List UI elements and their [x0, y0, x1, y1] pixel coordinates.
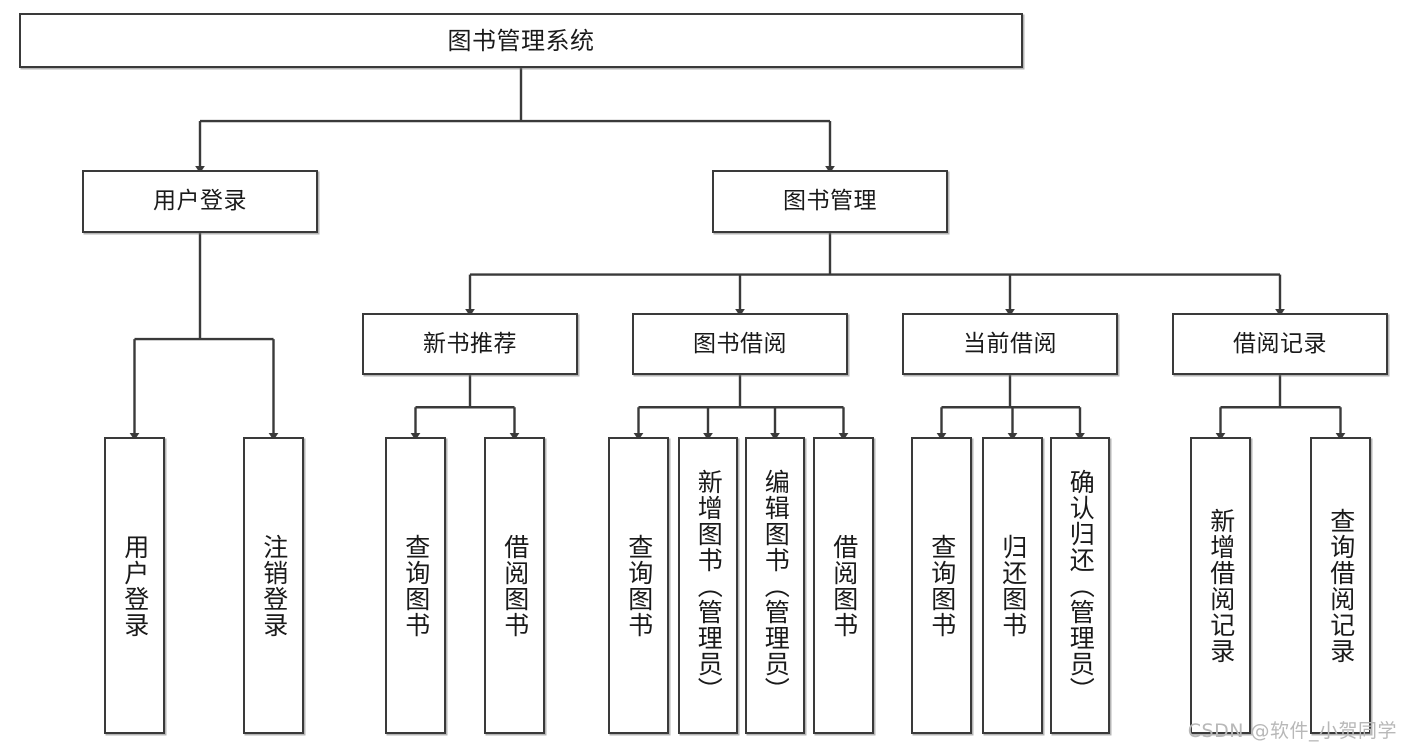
- node-label: 用户登录: [153, 188, 247, 214]
- node-label: 新增借阅记录: [1206, 507, 1236, 664]
- node-label: 编辑图书（管理员）: [761, 468, 791, 703]
- csdn-watermark: CSDN @软件_小贺同学: [1187, 720, 1397, 742]
- node-label: 注销登录: [259, 533, 289, 638]
- node-label: 借阅图书: [829, 533, 859, 638]
- node-label: 归还图书: [998, 533, 1028, 638]
- node-l3_record[interactable]: 借阅记录: [1172, 313, 1388, 375]
- node-l3_borrow[interactable]: 图书借阅: [632, 313, 848, 375]
- node-lf_bor_2[interactable]: 新增图书（管理员）: [678, 437, 738, 734]
- node-l2_books[interactable]: 图书管理: [712, 170, 948, 233]
- node-label: 图书管理: [783, 188, 877, 214]
- node-label: 借阅图书: [500, 533, 530, 638]
- node-l3_new[interactable]: 新书推荐: [362, 313, 578, 375]
- node-label: 图书借阅: [693, 330, 787, 357]
- node-lf_bor_4[interactable]: 借阅图书: [813, 437, 874, 734]
- node-label: 查询图书: [927, 533, 957, 638]
- node-label: 当前借阅: [963, 330, 1057, 357]
- node-label: 用户登录: [120, 533, 150, 638]
- node-lf_new_2[interactable]: 借阅图书: [484, 437, 545, 734]
- node-lf_rec_1[interactable]: 新增借阅记录: [1190, 437, 1251, 734]
- node-lf_login_1[interactable]: 用户登录: [104, 437, 165, 734]
- node-lf_bor_3[interactable]: 编辑图书（管理员）: [745, 437, 805, 734]
- node-root[interactable]: 图书管理系统: [19, 13, 1023, 68]
- node-label: 查询图书: [624, 533, 654, 638]
- node-lf_cur_2[interactable]: 归还图书: [982, 437, 1043, 734]
- node-lf_cur_1[interactable]: 查询图书: [911, 437, 972, 734]
- node-label: 确认归还（管理员）: [1066, 468, 1096, 703]
- node-lf_login_2[interactable]: 注销登录: [243, 437, 304, 734]
- node-label: 图书管理系统: [447, 26, 595, 55]
- node-lf_cur_3[interactable]: 确认归还（管理员）: [1050, 437, 1110, 734]
- node-label: 新增图书（管理员）: [694, 468, 724, 703]
- node-lf_bor_1[interactable]: 查询图书: [608, 437, 669, 734]
- node-label: 查询图书: [401, 533, 431, 638]
- node-lf_new_1[interactable]: 查询图书: [385, 437, 446, 734]
- node-label: 新书推荐: [423, 330, 517, 357]
- node-label: 查询借阅记录: [1326, 507, 1356, 664]
- node-lf_rec_2[interactable]: 查询借阅记录: [1310, 437, 1371, 734]
- node-l2_login[interactable]: 用户登录: [82, 170, 318, 233]
- node-label: 借阅记录: [1233, 330, 1327, 357]
- node-l3_current[interactable]: 当前借阅: [902, 313, 1118, 375]
